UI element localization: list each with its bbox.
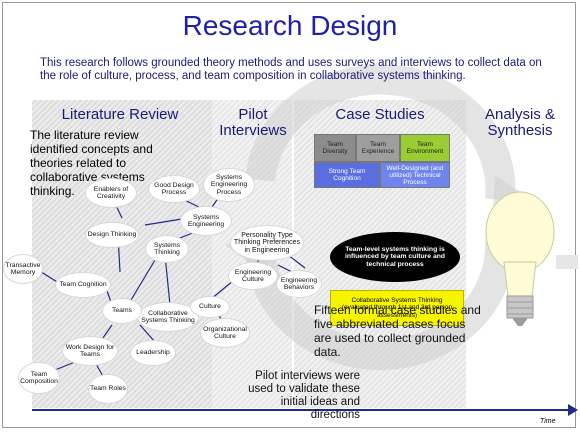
literature-review-panel [32, 100, 212, 408]
node-team-composition: Team Composition [18, 362, 60, 394]
node-personality-type: Personality Type Thinking Preferences in… [230, 225, 304, 261]
node-collaborative-systems-thinking: Collaborative Systems Thinking [137, 302, 199, 332]
node-teams: Teams [102, 298, 142, 324]
pilot-interviews-description: Pilot interviews were used to validate t… [248, 370, 360, 421]
node-good-design-process: Good Design Process [148, 175, 200, 203]
node-engineering-behaviors: Engineering Behaviors [276, 270, 322, 298]
heading-pilot-interviews: Pilot Interviews [219, 106, 287, 139]
node-enablers-of-creativity: Enablers of Creativity [85, 178, 137, 208]
light-bulb-icon [485, 191, 578, 326]
node-transactive-memory: Transactive Memory [3, 254, 43, 284]
timeline-arrowhead-icon [568, 404, 578, 416]
case-studies-description: Fifteen formal case studies and five abb… [314, 303, 481, 359]
node-leadership: Leadership [130, 340, 176, 366]
box-team-diversity: Team Diversity [314, 134, 356, 162]
node-culture: Culture [190, 296, 230, 318]
heading-literature-review: Literature Review [61, 106, 179, 123]
node-design-thinking: Design Thinking [85, 222, 139, 248]
cycle-arrows-decoration [245, 64, 516, 371]
node-team-roles: Team Roles [88, 374, 128, 404]
node-organizational-culture: Organizational Culture [200, 318, 250, 348]
node-team-cognition: Team Cognition [55, 272, 111, 298]
node-work-design-for-teams: Work Design for Teams [62, 336, 118, 366]
node-systems-thinking: Systems Thinking [145, 235, 189, 263]
literature-description: The literature review identified concept… [30, 128, 153, 198]
sticker-title: Collaborative Systems Thinking [351, 296, 443, 304]
node-systems-engineering-process: Systems Engineering Process [203, 168, 255, 202]
node-engineering-culture: Engineering Culture [228, 262, 278, 290]
heading-analysis-synthesis: Analysis & Synthesis [484, 106, 556, 139]
box-team-environment: Team Environment [400, 134, 450, 162]
page-title: Research Design [182, 10, 398, 41]
heading-case-studies: Case Studies [335, 106, 425, 123]
intro-text: This research follows grounded theory me… [40, 57, 542, 82]
node-systems-engineering: Systems Engineering [180, 206, 232, 236]
slide-frame [2, 2, 576, 428]
sticker-subtitle: (evaluated through 1st and 3rd person as… [341, 304, 453, 319]
oval-team-level-systems-thinking: Team-level systems thinking is influence… [330, 232, 460, 282]
timeline-label: Time [540, 418, 556, 425]
box-team-experience: Team Experience [356, 134, 400, 162]
box-strong-team-cognition: Strong Team Cognition [314, 162, 380, 188]
box-well-designed-process: Well-Designed (and utilized) Technical P… [380, 162, 450, 188]
collaborative-systems-thinking-sticker: Collaborative Systems Thinking (evaluate… [330, 290, 464, 326]
